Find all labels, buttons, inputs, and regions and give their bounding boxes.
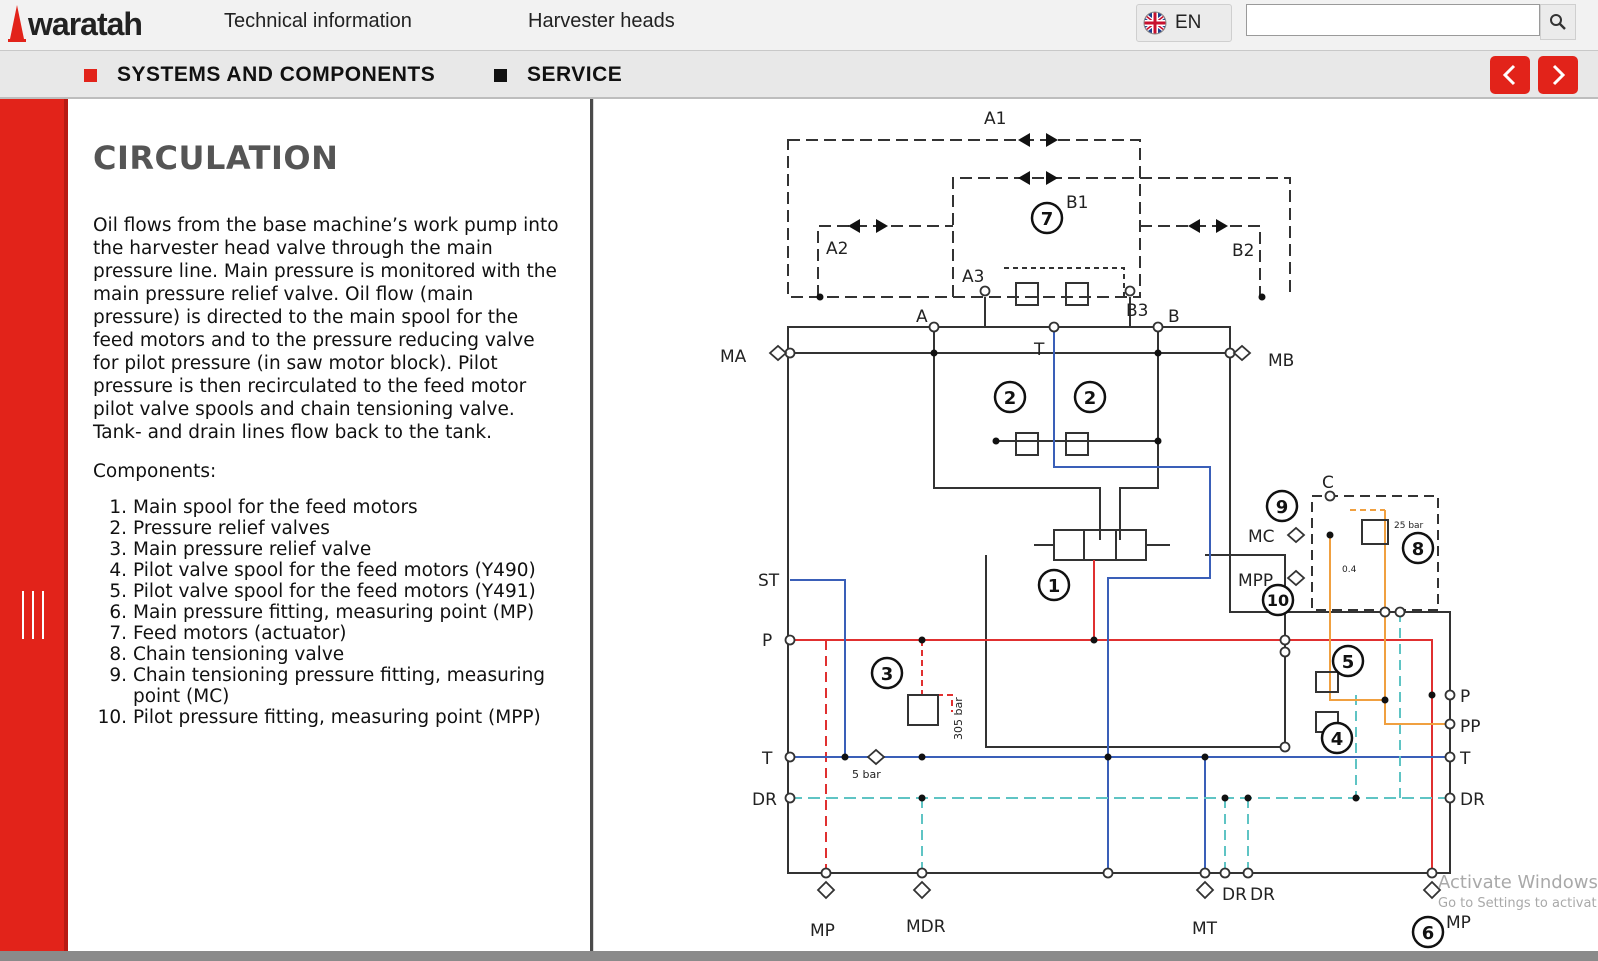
search-button[interactable] xyxy=(1540,4,1576,40)
page-title: CIRCULATION xyxy=(93,139,339,177)
language-button[interactable]: EN xyxy=(1136,4,1232,42)
chevron-left-icon xyxy=(1502,64,1516,86)
list-item: 10.Pilot pressure fitting, measuring poi… xyxy=(97,707,541,728)
uk-flag-icon xyxy=(1143,11,1167,35)
hydraulic-schematic: 1 2 2 3 4 5 6 7 8 9 10 A1 A2 A3 B1 B2 B3… xyxy=(720,109,1485,949)
svg-text:4: 4 xyxy=(1331,729,1344,750)
svg-text:1: 1 xyxy=(1048,576,1061,597)
square-marker-icon xyxy=(84,68,97,82)
breadcrumb-item-systems-and-components[interactable]: SYSTEMS AND COMPONENTS xyxy=(84,63,435,87)
square-marker-icon xyxy=(494,68,507,82)
svg-text:9: 9 xyxy=(1276,497,1289,518)
nav-technical-information[interactable]: Technical information xyxy=(224,10,412,32)
svg-text:A3: A3 xyxy=(962,267,984,287)
svg-text:PP: PP xyxy=(1460,717,1481,737)
svg-text:DR: DR xyxy=(1250,885,1275,905)
list-item: 2.Pressure relief valves xyxy=(109,518,330,539)
svg-text:MC: MC xyxy=(1248,527,1275,547)
search-input[interactable] xyxy=(1246,4,1540,36)
next-page-button[interactable] xyxy=(1538,56,1578,94)
svg-text:DR: DR xyxy=(752,790,777,810)
svg-text:5: 5 xyxy=(1342,652,1355,673)
list-item: 6.Main pressure fitting, measuring point… xyxy=(109,602,535,623)
previous-page-button[interactable] xyxy=(1490,56,1530,94)
components-heading: Components: xyxy=(93,461,217,482)
svg-text:A2: A2 xyxy=(826,239,848,259)
list-item: 7.Feed motors (actuator) xyxy=(109,623,347,644)
svg-text:T: T xyxy=(1459,749,1471,769)
svg-text:MB: MB xyxy=(1268,351,1294,371)
motor-housing-outline xyxy=(787,139,1141,298)
svg-text:B2: B2 xyxy=(1232,241,1254,261)
svg-text:6: 6 xyxy=(1422,923,1435,944)
chain-tension-valve-box xyxy=(1311,495,1439,611)
svg-text:DR: DR xyxy=(1460,790,1485,810)
list-item: 3.Main pressure relief valve xyxy=(109,539,372,560)
svg-text:T: T xyxy=(1033,340,1045,360)
svg-text:5 bar: 5 bar xyxy=(852,768,881,781)
activate-windows-subtext: Go to Settings to activat xyxy=(1438,896,1597,911)
list-item: 8.Chain tensioning valve xyxy=(109,644,345,665)
svg-text:MT: MT xyxy=(1192,919,1218,939)
hydraulic-diagram-panel: 1 2 2 3 4 5 6 7 8 9 10 A1 A2 A3 B1 B2 B3… xyxy=(594,99,1598,951)
breadcrumb-label: SERVICE xyxy=(527,63,623,86)
svg-text:2: 2 xyxy=(1004,388,1017,409)
svg-text:2: 2 xyxy=(1084,388,1097,409)
language-label: EN xyxy=(1175,12,1202,33)
logo-mark-icon xyxy=(8,5,26,42)
svg-text:A1: A1 xyxy=(984,109,1006,129)
search-icon xyxy=(1550,14,1566,30)
components-list: 1.Main spool for the feed motors 2.Press… xyxy=(93,497,573,728)
list-item: 4.Pilot valve spool for the feed motors … xyxy=(109,560,536,581)
svg-text:ST: ST xyxy=(758,571,780,591)
svg-text:MA: MA xyxy=(720,347,747,367)
svg-text:7: 7 xyxy=(1041,209,1054,230)
svg-text:10: 10 xyxy=(1267,591,1289,610)
svg-text:MDR: MDR xyxy=(906,917,946,937)
chevron-right-icon xyxy=(1552,64,1566,86)
svg-text:0.4: 0.4 xyxy=(1342,565,1357,575)
svg-text:P: P xyxy=(762,631,772,651)
list-item: 9.Chain tensioning pressure fitting, mea… xyxy=(109,665,546,707)
svg-text:25 bar: 25 bar xyxy=(1394,521,1424,531)
list-item: 1.Main spool for the feed motors xyxy=(109,497,418,518)
menu-toggle-handle-icon[interactable] xyxy=(22,591,44,639)
side-menu-bar xyxy=(0,99,68,961)
nav-harvester-heads[interactable]: Harvester heads xyxy=(528,10,675,32)
svg-text:3: 3 xyxy=(881,664,894,685)
breadcrumb: SYSTEMS AND COMPONENTS SERVICE xyxy=(0,51,1598,99)
svg-text:B3: B3 xyxy=(1126,301,1148,321)
breadcrumb-item-service[interactable]: SERVICE xyxy=(494,63,622,87)
bottom-strip xyxy=(0,951,1598,961)
svg-text:8: 8 xyxy=(1412,539,1425,560)
svg-text:MP: MP xyxy=(810,921,835,941)
svg-text:C: C xyxy=(1322,473,1334,493)
svg-text:305 bar: 305 bar xyxy=(952,697,965,740)
activate-windows-watermark: Activate Windows xyxy=(1438,872,1598,893)
logo-text: waratah xyxy=(28,5,143,42)
list-item: 5.Pilot valve spool for the feed motors … xyxy=(109,581,536,602)
text-panel: CIRCULATION Oil flows from the base mach… xyxy=(68,99,593,951)
svg-text:B1: B1 xyxy=(1066,193,1088,213)
svg-text:P: P xyxy=(1460,687,1470,707)
svg-text:B: B xyxy=(1168,307,1180,327)
description-paragraph: Oil flows from the base machine’s work p… xyxy=(93,215,559,443)
svg-text:MP: MP xyxy=(1446,913,1471,933)
top-header: waratah Technical information Harvester … xyxy=(0,0,1598,51)
svg-text:A: A xyxy=(916,307,928,327)
svg-text:MPP: MPP xyxy=(1238,571,1273,591)
breadcrumb-label: SYSTEMS AND COMPONENTS xyxy=(117,63,436,86)
svg-text:DR: DR xyxy=(1222,885,1247,905)
svg-text:T: T xyxy=(761,749,773,769)
main-relief-valve xyxy=(907,694,939,726)
waratah-logo[interactable]: waratah xyxy=(8,4,143,44)
